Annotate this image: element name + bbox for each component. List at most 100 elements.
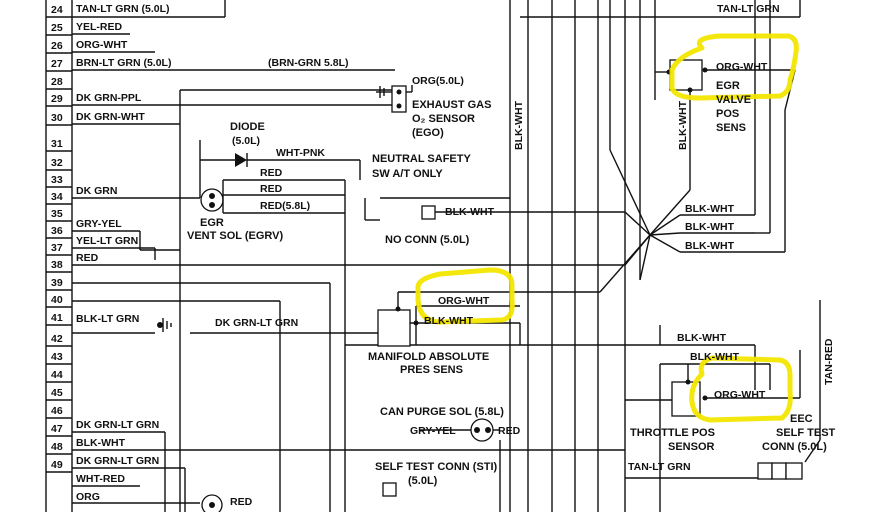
tps-label-2: SENSOR <box>668 441 715 453</box>
pin-number-48: 48 <box>51 441 63 453</box>
label-wht-pnk: WHT-PNK <box>276 147 325 159</box>
throttle-pos-sensor <box>625 350 803 480</box>
right-labels: TAN-LT GRN BLK-WHT ORG-WHT EGR VALVE POS… <box>630 3 836 453</box>
middle-labels: (BRN-GRN 5.8L) ORG(5.0L) BLK-WHT DIODE (… <box>187 57 691 508</box>
neutral-safety-label-1: NEUTRAL SAFETY <box>372 153 471 165</box>
pin-number-49: 49 <box>51 459 63 471</box>
label-egr: EGR <box>200 217 224 229</box>
eec-label-2: SELF TEST <box>776 427 836 439</box>
label-blk-wht-3: BLK-WHT <box>685 240 735 252</box>
pin-number-34: 34 <box>51 191 63 203</box>
egr-org-wht-label: ORG-WHT <box>716 61 768 73</box>
label-gry-yel: GRY-YEL <box>410 425 456 437</box>
label-diode: DIODE <box>230 121 265 133</box>
label-tan-lt-grn-bottom: TAN-LT GRN <box>628 461 691 473</box>
exhaust-gas-label-2: O₂ SENSOR <box>412 113 475 125</box>
pin-number-46: 46 <box>51 405 63 417</box>
wire-label-26: ORG-WHT <box>76 39 128 51</box>
can-purge-sol <box>420 418 500 442</box>
neutral-safety-label-2: SW A/T ONLY <box>372 168 443 180</box>
label-org-5l: ORG(5.0L) <box>412 75 464 87</box>
pin-number-43: 43 <box>51 351 63 363</box>
label-tan-red: TAN-RED <box>823 338 835 385</box>
pin-number-37: 37 <box>51 242 63 254</box>
pin-number-25: 25 <box>51 22 63 34</box>
pin-number-35: 35 <box>51 208 63 220</box>
eec-label-3: CONN (5.0L) <box>762 441 827 453</box>
pin-number-45: 45 <box>51 387 63 399</box>
label-red-can: RED <box>498 425 521 437</box>
label-red-2: RED <box>260 183 283 195</box>
egr-valve-label-4: SENS <box>716 122 746 134</box>
label-egr-blk-wht-vertical: BLK-WHT <box>677 100 689 150</box>
pin-number-38: 38 <box>51 259 63 271</box>
label-brn-grn: (BRN-GRN 5.8L) <box>268 57 349 69</box>
label-blk-wht-2: BLK-WHT <box>685 221 735 233</box>
map-org-wht-label: ORG-WHT <box>438 295 490 307</box>
wire-label-35: GRY-YEL <box>76 218 122 230</box>
label-red-bottom: RED <box>230 496 253 508</box>
wire-label-49: ORG <box>76 491 100 503</box>
wire-label-48: WHT-RED <box>76 473 125 485</box>
pin-number-40: 40 <box>51 294 63 306</box>
pin-number-42: 42 <box>51 333 63 345</box>
egr-valve-label-1: EGR <box>716 80 740 92</box>
pin-number-26: 26 <box>51 40 63 52</box>
wire-label-29: DK GRN-PPL <box>76 92 142 104</box>
no-conn-label: NO CONN (5.0L) <box>385 234 470 246</box>
exhaust-gas-label-1: EXHAUST GAS <box>412 99 491 111</box>
can-purge-label: CAN PURGE SOL (5.8L) <box>380 406 504 418</box>
label-tan-lt-grn-top: TAN-LT GRN <box>717 3 780 15</box>
map-sensor-label-1: MANIFOLD ABSOLUTE <box>368 351 489 363</box>
pin-number-24: 24 <box>51 4 63 16</box>
map-blk-wht-label: BLK-WHT <box>424 315 474 327</box>
diode-and-egr-vent <box>157 140 360 512</box>
pin-number-41: 41 <box>51 312 63 324</box>
map-sensor-label-2: PRES SENS <box>400 364 463 376</box>
wire-label-47: DK GRN-LT GRN <box>76 455 159 467</box>
left-wires <box>72 0 625 512</box>
pin-number-44: 44 <box>51 369 63 381</box>
eec-label-1: EEC <box>790 413 813 425</box>
exhaust-gas-label-3: (EGO) <box>412 127 444 139</box>
self-test-label-2: (5.0L) <box>408 475 438 487</box>
label-blk-wht-4: BLK-WHT <box>677 332 727 344</box>
wire-label-27: BRN-LT GRN (5.0L) <box>76 57 171 69</box>
connector-pin-column <box>45 0 73 512</box>
wire-label-46: BLK-WHT <box>76 437 126 449</box>
left-wire-labels: TAN-LT GRN (5.0L) YEL-RED ORG-WHT BRN-LT… <box>76 3 171 503</box>
pin-number-36: 36 <box>51 225 63 237</box>
label-diode-5l: (5.0L) <box>232 135 260 147</box>
pin-number-39: 39 <box>51 277 63 289</box>
wire-label-33: DK GRN <box>76 185 117 197</box>
label-blk-wht-vertical: BLK-WHT <box>513 100 525 150</box>
pin-number-30: 30 <box>51 112 63 124</box>
pin-number-29: 29 <box>51 93 63 105</box>
pin-number-labels: 2425262728293031323334353637383940414243… <box>51 4 63 471</box>
component-labels: EXHAUST GAS O₂ SENSOR (EGO) NEUTRAL SAFE… <box>368 99 504 487</box>
map-sensor <box>377 291 660 347</box>
pin-number-33: 33 <box>51 174 63 186</box>
label-egr-vent: VENT SOL (EGRV) <box>187 230 284 242</box>
pin-number-32: 32 <box>51 157 63 169</box>
label-blk-wht-5: BLK-WHT <box>690 351 740 363</box>
center-wires <box>345 0 625 512</box>
label-red-3: RED(5.8L) <box>260 200 310 212</box>
wire-label-30: DK GRN-WHT <box>76 111 145 123</box>
wire-label-37: RED <box>76 252 99 264</box>
self-test-label-1: SELF TEST CONN (STI) <box>375 461 498 473</box>
tps-label-1: THROTTLE POS <box>630 427 715 439</box>
egr-valve-label-3: POS <box>716 108 739 120</box>
label-blk-wht-noconn: BLK-WHT <box>445 206 495 218</box>
tps-org-wht-label: ORG-WHT <box>714 389 766 401</box>
label-blk-wht-1: BLK-WHT <box>685 203 735 215</box>
wire-label-25: YEL-RED <box>76 21 123 33</box>
wire-label-40: BLK-LT GRN <box>76 313 139 325</box>
label-red-1: RED <box>260 167 283 179</box>
wire-label-24: TAN-LT GRN (5.0L) <box>76 3 170 15</box>
pin-number-31: 31 <box>51 138 63 150</box>
pin-number-47: 47 <box>51 423 63 435</box>
wire-label-36: YEL-LT GRN <box>76 235 138 247</box>
highlight-annotations <box>415 33 799 423</box>
pin-number-28: 28 <box>51 76 63 88</box>
